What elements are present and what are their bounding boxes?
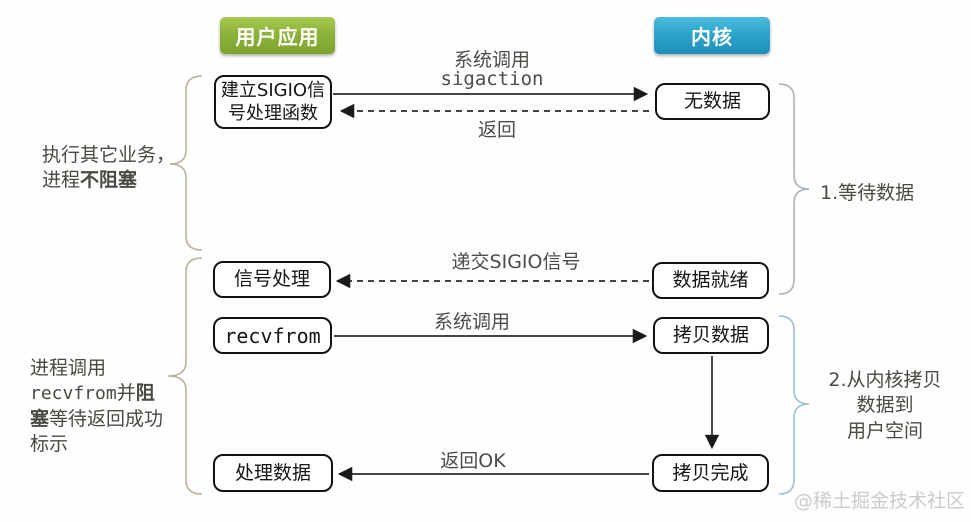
label-return: 返回 (477, 119, 517, 141)
label-syscall-recvfrom: 系统调用 (433, 311, 511, 333)
label-deliver-sigio: 递交SIGIO信号 (451, 251, 581, 273)
box-copy-data: 拷贝数据 (653, 317, 769, 354)
note-wait-for-data: 1.等待数据 (820, 182, 915, 204)
box-process-data: 处理数据 (213, 454, 333, 492)
brace-right-copy-data (778, 315, 810, 495)
user-app-header: 用户应用 (220, 17, 335, 54)
watermark-juejin-community: @稀土掘金技术社区 (794, 490, 966, 512)
note-other-work-not-blocking: 执行其它业务， 进程不阻塞 (42, 144, 176, 192)
box-data-ready: 数据就绪 (652, 262, 769, 299)
note-copy-to-user-space: 2.从内核拷贝 数据到 用户空间 (828, 369, 942, 442)
note-recvfrom-blocking: 进程调用 recvfrom并阻 塞等待返回成功 标示 (30, 357, 164, 456)
box-signal-handler: 信号处理 (213, 261, 331, 298)
brace-right-wait-data (778, 83, 810, 295)
box-recvfrom: recvfrom (213, 317, 332, 354)
box-no-data: 无数据 (655, 83, 770, 120)
label-syscall-top: 系统调用 (453, 49, 531, 71)
box-copy-done: 拷贝完成 (652, 454, 769, 492)
label-return-ok: 返回OK (440, 450, 506, 472)
kernel-header: 内核 (654, 17, 770, 54)
label-sigaction: sigaction (440, 68, 544, 90)
box-setup-sigio-handler: 建立SIGIO信 号处理函数 (214, 75, 332, 129)
